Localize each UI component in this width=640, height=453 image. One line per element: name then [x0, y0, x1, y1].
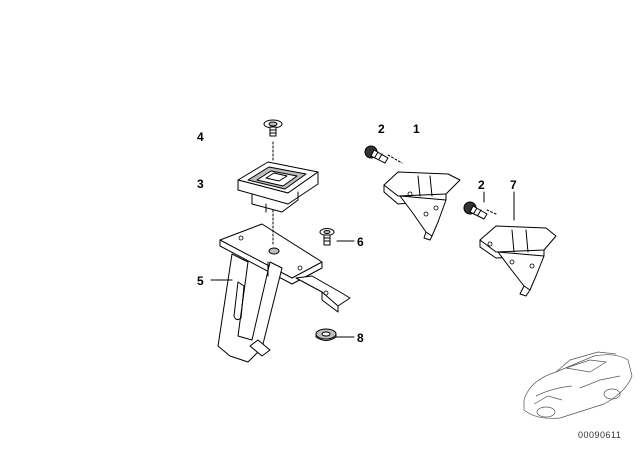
- callout-7: 7: [510, 178, 517, 192]
- callout-2-upper: 2: [378, 122, 385, 136]
- leader-lines: [210, 141, 515, 338]
- catalog-number: 00090611: [578, 430, 622, 440]
- part-2-bolt-upper: [364, 145, 389, 164]
- part-7-bracket: [479, 225, 557, 297]
- part-6-screw: [319, 228, 335, 246]
- part-2-bolt-lower: [463, 201, 488, 220]
- car-thumbnail: [523, 351, 633, 419]
- callout-3: 3: [197, 177, 204, 191]
- part-8-washer: [315, 328, 337, 341]
- callout-5: 5: [197, 274, 204, 288]
- callout-2-lower: 2: [478, 178, 485, 192]
- callout-8: 8: [357, 331, 364, 345]
- part-5-bracket: [217, 223, 351, 363]
- part-3-rubber-mount: [237, 161, 319, 213]
- callout-6: 6: [357, 235, 364, 249]
- callout-4: 4: [197, 130, 204, 144]
- part-1-bracket: [383, 171, 461, 241]
- callout-1: 1: [413, 122, 420, 136]
- part-4-screw: [263, 119, 283, 137]
